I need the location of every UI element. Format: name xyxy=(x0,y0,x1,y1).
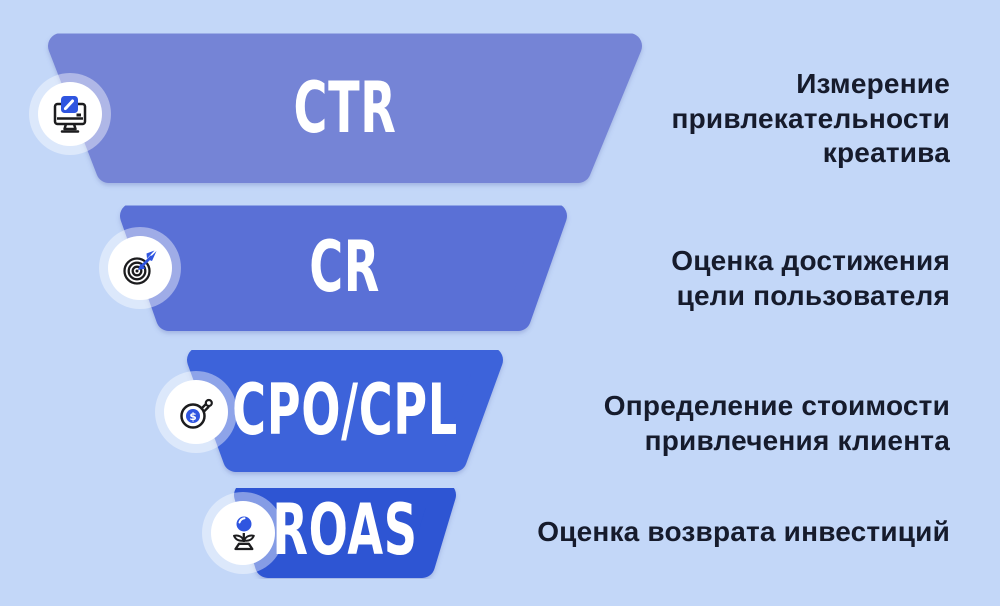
stage-description-roas: Оценка возврата инвестиций xyxy=(537,515,950,547)
stage-description-cr: Оценка достижения цели пользователя xyxy=(671,245,950,311)
stage-label-cpo-cpl: CPO/CPL xyxy=(145,347,545,472)
stage-label-cpo-cpl-text: CPO/CPL xyxy=(232,368,458,451)
stage-description-cpo-cpl: Определение стоимости привлечения клиент… xyxy=(603,390,950,456)
money-bag-icon: $ xyxy=(180,398,213,429)
stage-label-roas: ROAS xyxy=(145,482,545,578)
stage-label-ctr: CTR xyxy=(145,33,545,183)
stage-label-ctr-text: CTR xyxy=(293,67,397,149)
icon-badge-roas xyxy=(211,501,275,565)
icon-badge-ctr xyxy=(38,82,102,146)
icon-badge-cr xyxy=(108,236,172,300)
svg-text:$: $ xyxy=(189,411,196,423)
target-dart-icon xyxy=(123,250,157,285)
stage-description-ctr: Измерение привлекательности креатива xyxy=(671,67,950,169)
stage-label-cr-text: CR xyxy=(309,226,381,308)
icon-badge-cpo-cpl: $ xyxy=(164,380,228,444)
stage-label-roas-text: ROAS xyxy=(272,489,418,571)
monitor-pen-icon xyxy=(53,96,87,133)
stage-label-cr: CR xyxy=(145,203,545,331)
sprout-coin-icon xyxy=(233,516,255,551)
